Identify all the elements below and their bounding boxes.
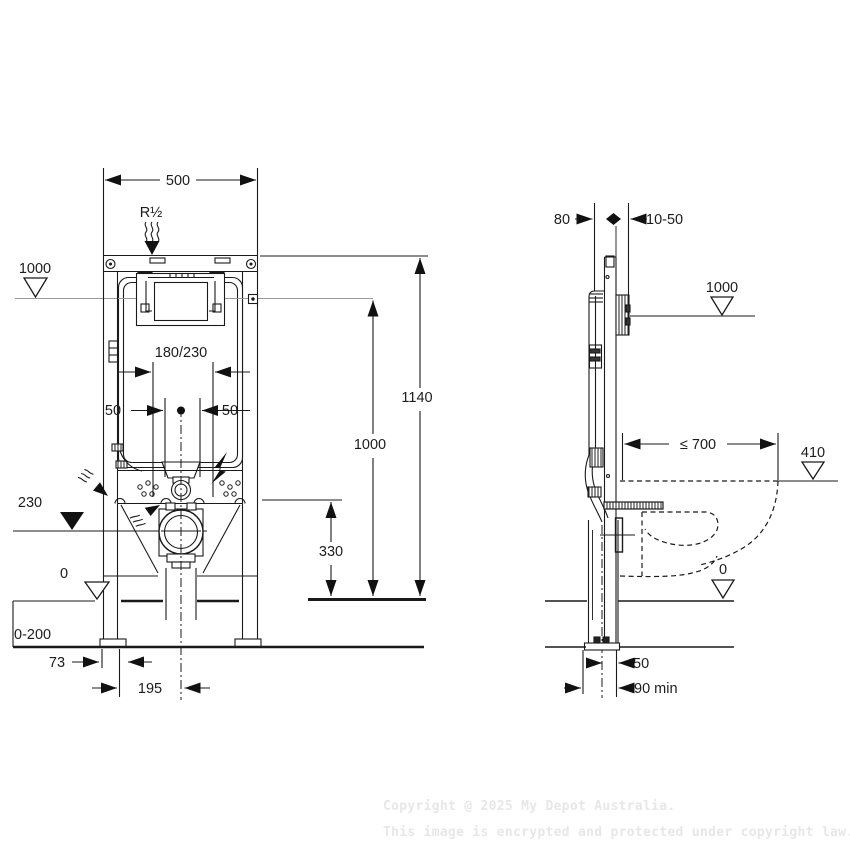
- datum-triangle-410: [800, 461, 826, 481]
- datum-0-side-label: 0: [719, 562, 727, 578]
- datum-triangle-230: [60, 512, 84, 530]
- dim-90min-label: 90 min: [634, 681, 678, 697]
- supply-label: R½: [140, 205, 163, 221]
- side-view-labels: 80 10-50 1000 ≤ 700 410 0 50 90 min: [554, 212, 825, 697]
- dim-195-label: 195: [138, 681, 162, 697]
- front-view-drawing: [12, 168, 428, 700]
- water-supply-arrow: [144, 221, 160, 255]
- dim-50-left-label: 50: [105, 403, 121, 419]
- datum-1000-label: 1000: [19, 261, 51, 277]
- flush-flow-arrow: [129, 505, 160, 527]
- wc-pan-outline: [619, 480, 779, 578]
- dim-80-label: 80: [554, 212, 570, 228]
- floor-range-label: 0-200: [14, 627, 51, 643]
- dim-1140-label: 1140: [401, 390, 432, 406]
- wall-plane-diamond: [606, 213, 621, 225]
- dim-50-side-label: 50: [633, 656, 649, 672]
- dim-width-label: 500: [166, 173, 190, 189]
- datum-0-label: 0: [60, 566, 68, 582]
- datum-1000-side-label: 1000: [706, 280, 738, 296]
- datum-triangle-1000: [22, 277, 49, 299]
- datum-triangle-1000-side: [709, 296, 735, 317]
- dim-700-label: ≤ 700: [680, 437, 716, 453]
- dim-rough-in-label: 180/230: [155, 345, 207, 361]
- front-view-labels: 500 R½ 1000 180/230 50 50 1140 1000 330 …: [14, 173, 433, 697]
- watermark-line-2: This image is encrypted and protected un…: [383, 825, 850, 840]
- dim-330-label: 330: [319, 544, 343, 560]
- dim-10-50-label: 10-50: [646, 212, 683, 228]
- side-view-drawing: [545, 203, 838, 698]
- datum-triangle-0-side: [710, 579, 736, 600]
- dim-410-label: 410: [801, 445, 825, 461]
- dim-1000-label: 1000: [354, 437, 386, 453]
- dim-50-right-label: 50: [222, 403, 238, 419]
- datum-230-label: 230: [18, 495, 42, 511]
- datum-triangle-0: [83, 581, 111, 601]
- dim-73-label: 73: [49, 655, 65, 671]
- watermark-line-1: Copyright @ 2025 My Depot Australia.: [383, 799, 676, 814]
- water-inlet-arrow: [77, 469, 108, 496]
